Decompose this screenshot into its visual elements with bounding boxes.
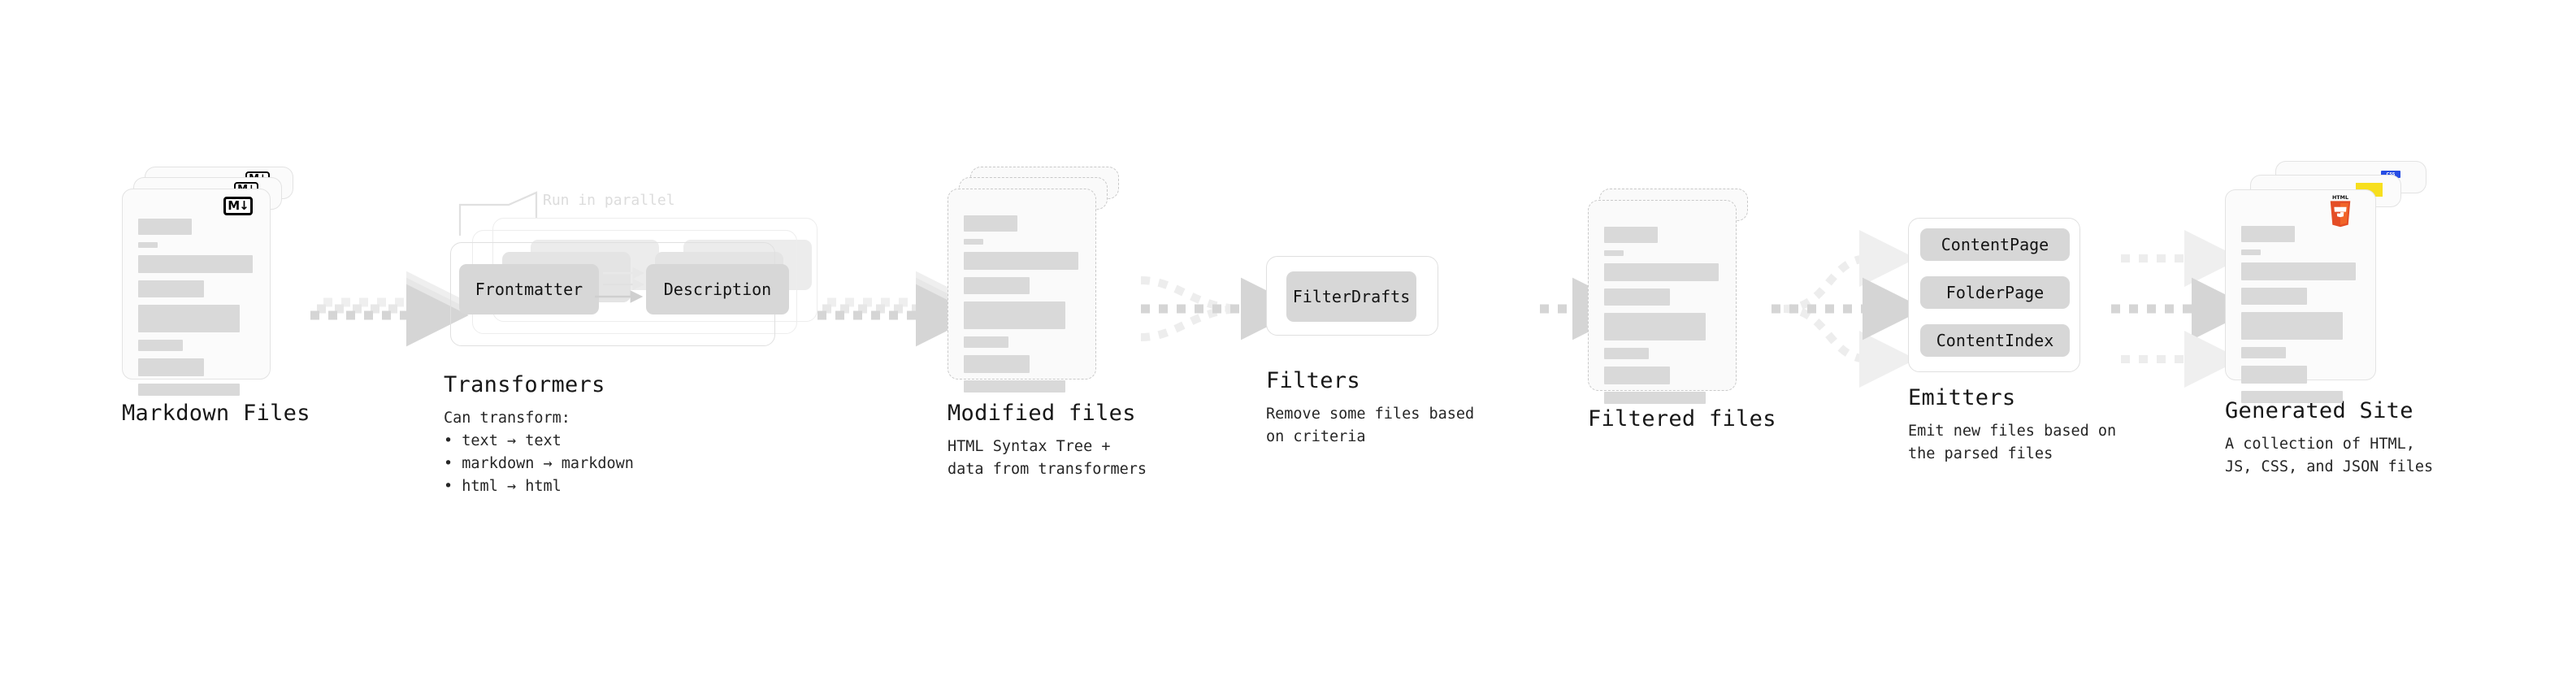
doc-bar (2241, 288, 2307, 305)
doc-bar (138, 358, 204, 376)
transformers-internal-arrows (595, 267, 644, 303)
site-card-front[interactable]: HTML (2225, 189, 2376, 403)
doc-bar (1604, 348, 1649, 359)
stage-generated-site: CSS HTML (2225, 161, 2433, 479)
pill-description[interactable]: Description (646, 264, 789, 314)
doc-bar (1604, 288, 1670, 306)
doc-bar (964, 355, 1030, 373)
subtitle-transformers: Can transform: • text → text • markdown … (444, 410, 634, 496)
modified-content-lines (964, 215, 1082, 400)
run-in-parallel-label: Run in parallel (543, 192, 675, 209)
stage-markdown-files: M↓ M↓ M↓ Markdown Files (122, 167, 310, 426)
arrow-modified-to-filters (1140, 276, 1303, 341)
subtitle-emitters: Emit new files based on the parsed files (1908, 423, 2117, 463)
doc-bar (138, 280, 204, 297)
stage-modified-files: Modified files HTML Syntax Tree + data f… (948, 167, 1147, 481)
doc-bar (1604, 250, 1624, 256)
filtered-card-front[interactable] (1588, 200, 1737, 404)
stage-filtered-files: Filtered files (1588, 189, 1776, 432)
filtered-file-stack (1588, 189, 1767, 404)
filtered-content-lines (1604, 227, 1723, 411)
stage-filters: FilterDrafts Filters Remove some files b… (1266, 256, 1474, 449)
filters-box[interactable]: FilterDrafts (1266, 256, 1438, 336)
subtitle-filters: Remove some files based on criteria (1266, 406, 1475, 446)
page-title-markdown-files: Markdown Files (122, 401, 310, 426)
pill-contentpage[interactable]: ContentPage (1920, 228, 2070, 261)
page-title-transformers: Transformers (444, 372, 605, 397)
doc-bar (964, 252, 1078, 270)
doc-bar (1604, 392, 1706, 404)
markdown-content-lines (138, 219, 257, 403)
transformers-box[interactable]: Frontmatter Description (450, 242, 789, 346)
pill-folderpage[interactable]: FolderPage (1920, 276, 2070, 309)
doc-bar (964, 336, 1008, 348)
doc-bar (2241, 262, 2356, 280)
doc-bar (964, 301, 1065, 329)
doc-bar (964, 239, 983, 245)
stage-emitters: ContentPage FolderPage ContentIndex Emit… (1908, 218, 2116, 466)
subtitle-modified-files: HTML Syntax Tree + data from transformer… (948, 438, 1147, 479)
doc-bar (2241, 312, 2343, 340)
pill-contentindex[interactable]: ContentIndex (1920, 324, 2070, 357)
emitters-box-wrap: ContentPage FolderPage ContentIndex (1908, 218, 2103, 380)
doc-bar (964, 277, 1030, 294)
doc-bar (2241, 391, 2343, 403)
subtitle-generated-site: A collection of HTML, JS, CSS, and JSON … (2225, 436, 2434, 476)
doc-bar (138, 219, 192, 235)
doc-bar (1604, 263, 1719, 281)
page-title-filtered-files: Filtered files (1588, 406, 1776, 432)
markdown-file-stack: M↓ M↓ M↓ (122, 167, 301, 396)
pill-filterdrafts[interactable]: FilterDrafts (1286, 271, 1416, 322)
transformers-box-stack: Frontmatter Description (444, 195, 826, 358)
doc-bar (964, 215, 1017, 232)
doc-bar (138, 340, 183, 351)
doc-bar (2241, 347, 2286, 358)
doc-bar (1604, 227, 1658, 243)
doc-bar (2241, 249, 2261, 255)
markdown-card-front[interactable]: M↓ (122, 189, 271, 396)
svg-text:HTML: HTML (2332, 195, 2348, 201)
generated-site-stack: CSS HTML (2225, 161, 2426, 403)
doc-bar (964, 380, 1065, 393)
doc-bar (138, 255, 253, 273)
doc-bar (138, 242, 158, 248)
doc-bar (2241, 226, 2295, 242)
modified-file-stack (948, 167, 1126, 393)
doc-bar (138, 384, 240, 396)
html5-badge: HTML (2327, 194, 2354, 228)
page-title-modified-files: Modified files (948, 401, 1136, 426)
modified-card-front[interactable] (948, 189, 1096, 393)
arrow-filtered-to-emitters (1772, 230, 1925, 388)
css-badge: CSS (2381, 171, 2400, 178)
page-title-emitters: Emitters (1908, 385, 2016, 410)
pill-frontmatter[interactable]: Frontmatter (459, 264, 599, 314)
doc-bar (138, 305, 240, 332)
site-content-lines (2241, 226, 2362, 410)
markdown-badge: M↓ (223, 197, 253, 215)
arrow-emitters-to-site (2111, 230, 2254, 388)
arrow-transformers-to-modified (817, 271, 978, 347)
stage-transformers: Run in parallel Frontmatter Description (444, 192, 826, 498)
doc-bar (2241, 366, 2307, 384)
emitters-box[interactable]: ContentPage FolderPage ContentIndex (1908, 218, 2080, 372)
filters-box-wrap: FilterDrafts (1266, 256, 1445, 362)
doc-bar (1604, 367, 1670, 384)
arrow-markdown-to-transformers (310, 271, 469, 347)
page-title-filters: Filters (1266, 368, 1360, 393)
doc-bar (1604, 313, 1706, 340)
